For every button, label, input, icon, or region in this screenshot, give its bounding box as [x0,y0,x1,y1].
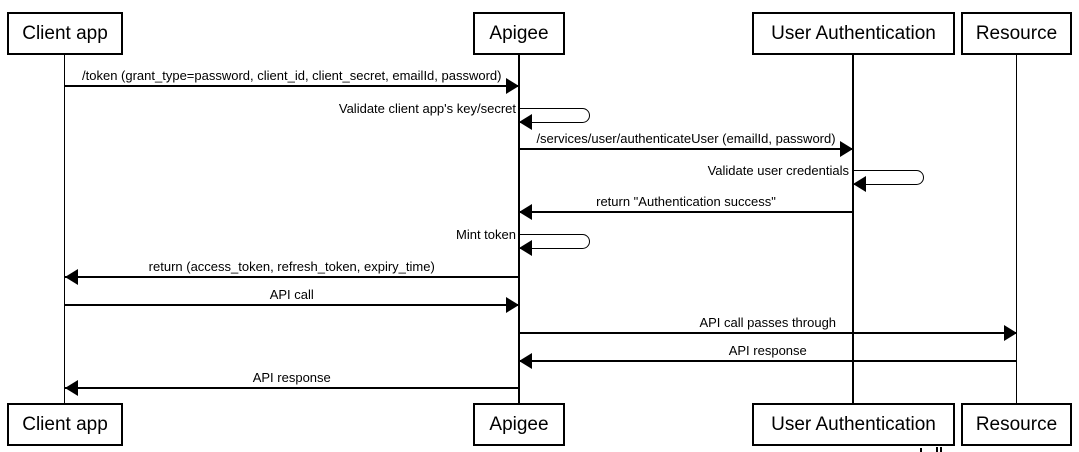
arrowhead-left-icon [853,176,866,192]
cutoff-text-artifact [920,448,922,452]
message-label: Validate client app's key/secret [338,101,516,116]
message-line [64,387,519,389]
self-call-loop [519,108,590,123]
participant-label: Apigee [489,22,549,44]
cutoff-text-artifact [936,447,938,452]
participant-label: Client app [22,22,108,44]
participant-label: Resource [975,22,1058,44]
message-line [519,148,853,150]
message-line [64,276,519,278]
message-label: API response [728,343,807,358]
message-line [519,332,1017,334]
lifeline-resource [1015,55,1018,403]
arrowhead-right-icon [506,78,519,94]
message-line [519,211,853,213]
participant-label: Client app [22,413,108,435]
participant-bottom-apigee: Apigee [473,403,565,446]
message-line [519,360,1017,362]
self-call-loop [853,170,924,185]
participant-label: User Authentication [771,413,936,435]
participant-top-user-authentication: User Authentication [752,12,955,55]
message-label: /token (grant_type=password, client_id, … [82,68,502,83]
message-label: API call [269,287,314,302]
arrowhead-right-icon [840,141,853,157]
message-label: API response [252,370,331,385]
arrowhead-left-icon [519,240,532,256]
message-label: return (access_token, refresh_token, exp… [148,259,435,274]
message-label: return "Authentication success" [596,194,776,209]
participant-bottom-client-app: Client app [7,403,123,446]
lifeline-apigee [518,55,520,403]
arrowhead-left-icon [64,380,78,396]
self-call-loop [519,234,590,249]
participant-top-apigee: Apigee [473,12,565,55]
participant-bottom-resource: Resource [961,403,1072,446]
participant-bottom-user-authentication: User Authentication [752,403,955,446]
arrowhead-left-icon [519,114,532,130]
message-line [64,85,519,87]
arrowhead-right-icon [1003,325,1017,341]
arrowhead-right-icon [506,297,519,313]
cutoff-text-artifact [940,447,942,452]
arrowhead-left-icon [519,353,532,369]
participant-label: User Authentication [771,22,936,44]
participant-top-resource: Resource [961,12,1072,55]
lifeline-user-authentication [852,55,854,403]
participant-label: Apigee [489,413,549,435]
lifeline-client-app [63,55,66,403]
participant-label: Resource [975,413,1058,435]
message-label: Validate user credentials [707,163,849,178]
message-label: /services/user/authenticateUser (emailId… [536,131,836,146]
message-label: Mint token [456,227,516,242]
arrowhead-left-icon [64,269,78,285]
arrowhead-left-icon [519,204,532,220]
message-label: API call passes through [699,315,837,330]
message-line [64,304,519,306]
participant-top-client-app: Client app [7,12,123,55]
